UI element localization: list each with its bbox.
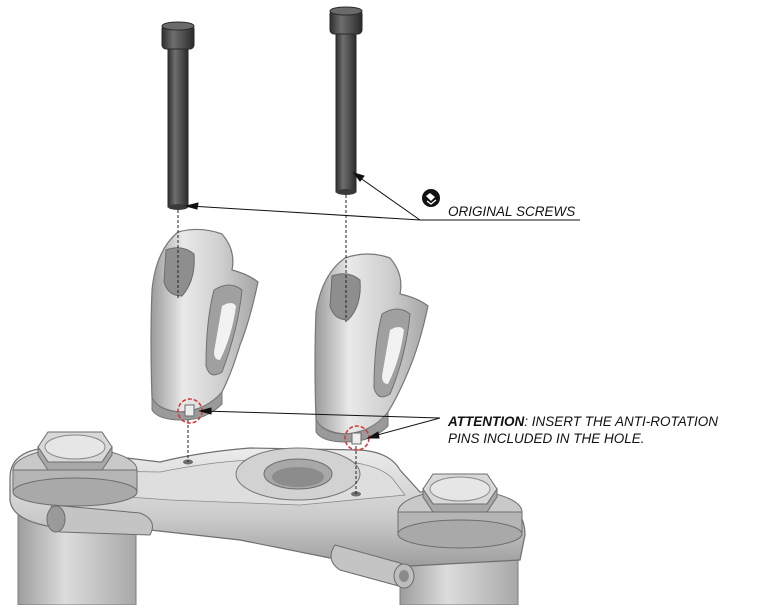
attention-keyword: ATTENTION bbox=[447, 414, 524, 429]
right-riser bbox=[314, 253, 429, 443]
right-screw bbox=[329, 6, 363, 195]
right-pinch-bolt bbox=[330, 544, 415, 589]
original-screws-label: ORIGINAL SCREWS bbox=[448, 204, 575, 219]
right-fork-cap bbox=[397, 473, 523, 549]
attention-note: ATTENTION: INSERT THE ANTI-ROTATION bbox=[447, 414, 718, 429]
attention-leader bbox=[198, 407, 441, 439]
left-screw bbox=[161, 21, 195, 210]
left-riser bbox=[150, 228, 259, 421]
left-pinch-bolt bbox=[46, 504, 153, 536]
right-anti-rotation-pin bbox=[351, 432, 362, 445]
attention-line-1: : INSERT THE ANTI-ROTATION bbox=[524, 414, 718, 429]
left-anti-rotation-pin bbox=[184, 404, 195, 417]
triple-clamp bbox=[9, 431, 526, 605]
screws-leader bbox=[184, 172, 580, 221]
manual-book-icon bbox=[422, 189, 440, 207]
alignment-lines bbox=[177, 195, 357, 494]
left-fork-cap bbox=[12, 431, 138, 507]
attention-note-line-2: PINS INCLUDED IN THE HOLE. bbox=[448, 431, 645, 446]
